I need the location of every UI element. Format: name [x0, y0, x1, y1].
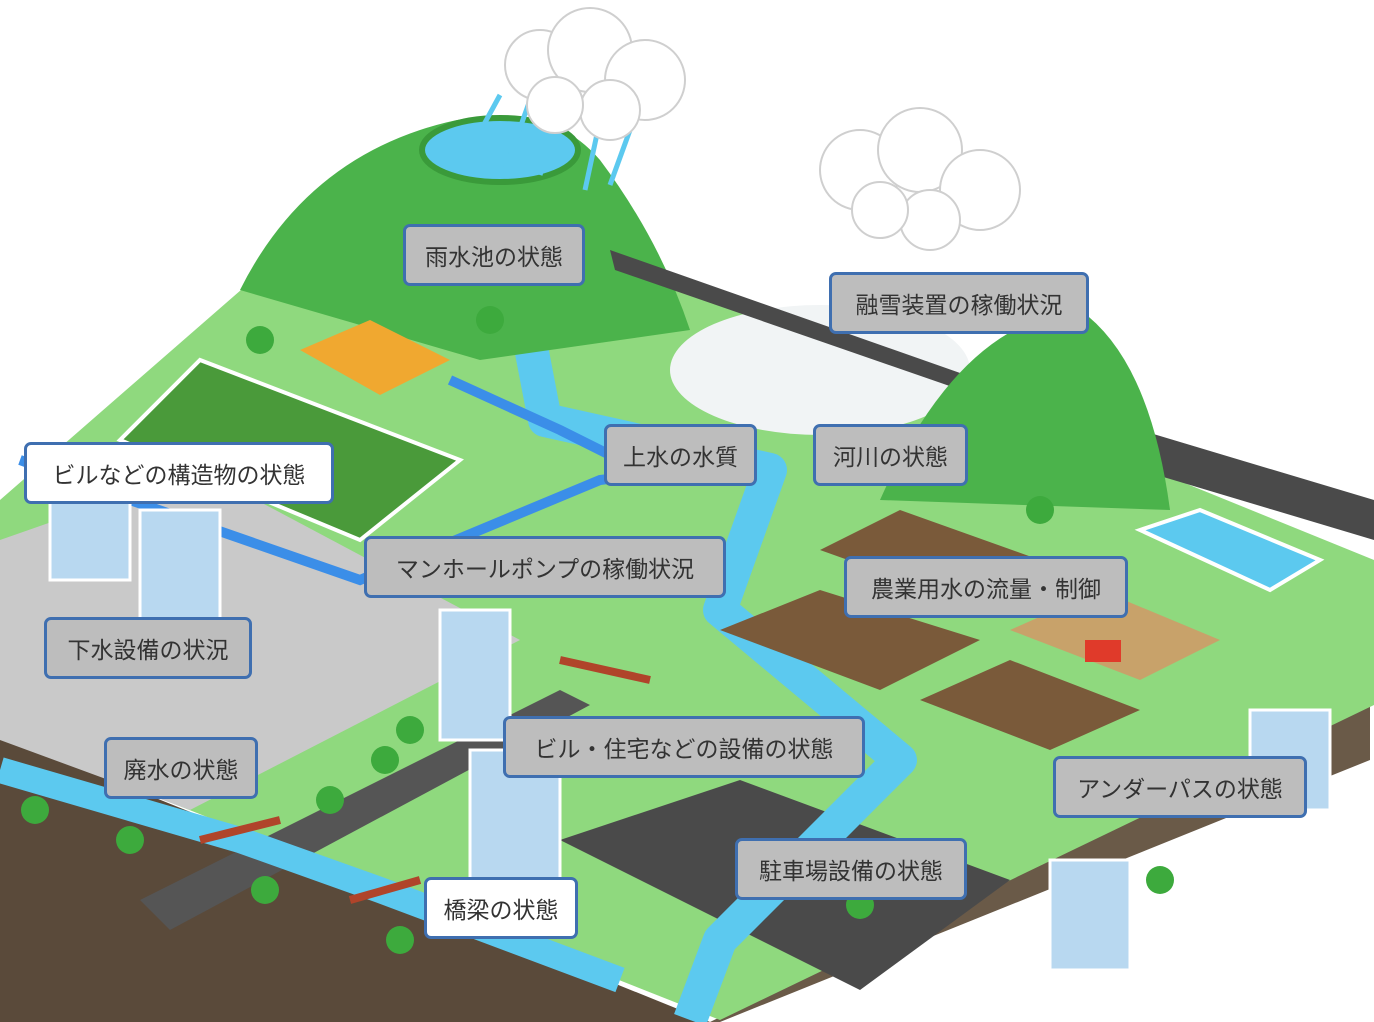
snow-cloud-icon — [819, 107, 1021, 251]
label-agri-water: 農業用水の流量・制御 — [844, 556, 1128, 618]
snow-area — [670, 305, 970, 435]
label-river: 河川の状態 — [813, 424, 968, 486]
road-east — [1140, 430, 1374, 540]
label-water-quality: 上水の水質 — [604, 424, 757, 486]
rain-pond — [419, 115, 581, 185]
label-facility: ビル・住宅などの設備の状態 — [503, 716, 865, 778]
warehouse — [300, 320, 450, 395]
bridges — [199, 656, 651, 904]
reservoir — [1134, 507, 1325, 593]
label-rain-pond: 雨水池の状態 — [403, 224, 585, 286]
label-parking: 駐車場設備の状態 — [735, 838, 967, 900]
label-sewer: 下水設備の状況 — [44, 617, 252, 679]
farm-field-1 — [720, 590, 980, 690]
cloud-icon — [504, 7, 686, 141]
tunnel-road — [610, 250, 990, 400]
label-building-structure: ビルなどの構造物の状態 — [24, 442, 334, 504]
farm-field-2 — [920, 660, 1140, 750]
label-bridge: 橋梁の状態 — [424, 877, 578, 939]
label-underpass: アンダーパスの状態 — [1053, 756, 1307, 818]
label-wastewater: 廃水の状態 — [104, 737, 258, 799]
label-manhole-pump: マンホールポンプの稼働状況 — [364, 536, 726, 598]
tractor-icon — [1085, 640, 1121, 662]
label-snow-melt: 融雪装置の稼働状況 — [829, 272, 1089, 334]
